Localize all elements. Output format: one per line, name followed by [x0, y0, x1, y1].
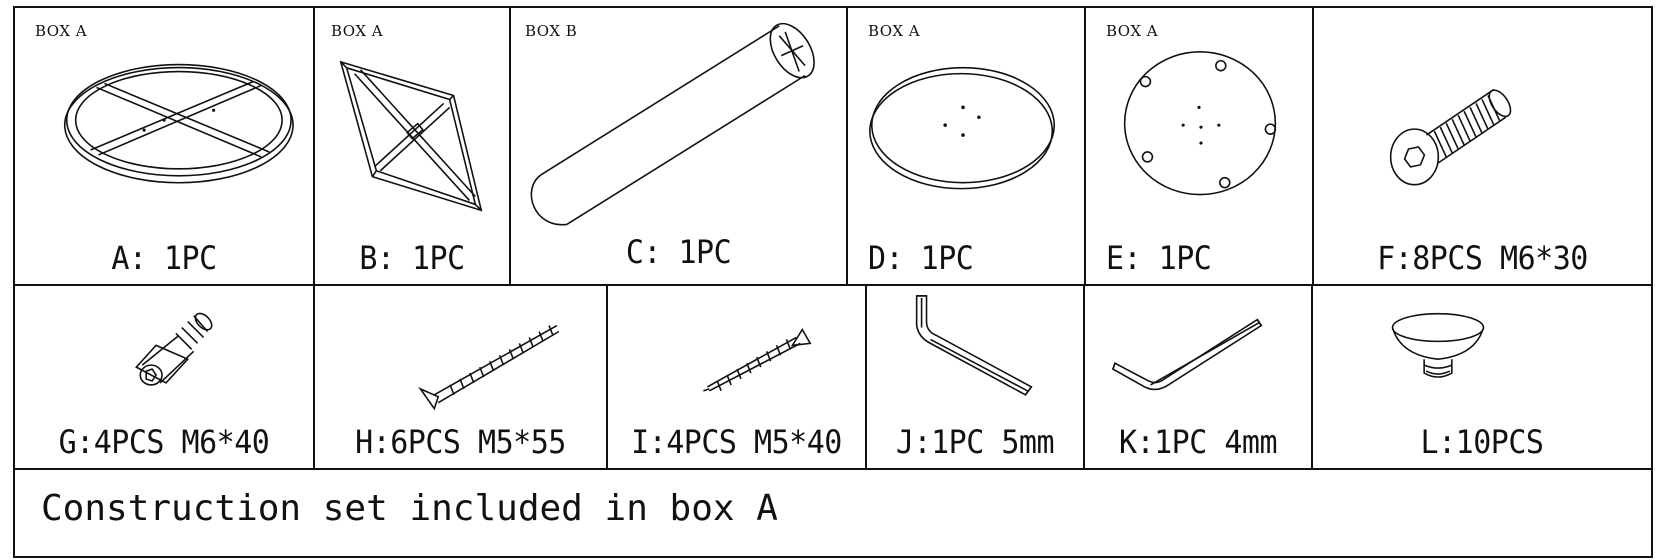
- hex-bolt-icon: [1314, 8, 1651, 284]
- part-cell-c: BOX B C: 1PC: [511, 8, 848, 284]
- long-screw-icon: [315, 286, 606, 468]
- part-label-i: I:4PCS M5*40: [631, 423, 842, 462]
- part-label-a: A: 1PC: [111, 239, 217, 278]
- part-label-h: H:6PCS M5*55: [355, 423, 566, 462]
- parts-row-1: BOX A A: 1PC BOX A: [15, 8, 1651, 286]
- part-cell-l: L:10PCS: [1313, 286, 1651, 468]
- tabletop-disc-icon: [848, 8, 1084, 284]
- part-label-f: F:8PCS M6*30: [1377, 239, 1588, 278]
- parts-sheet: BOX A A: 1PC BOX A: [13, 6, 1653, 558]
- part-cell-j: J:1PC 5mm: [867, 286, 1085, 468]
- box-label: BOX A: [1106, 22, 1159, 40]
- part-label-b: B: 1PC: [359, 239, 465, 278]
- part-label-c: C: 1PC: [625, 233, 732, 272]
- part-cell-e: BOX A E: 1PC: [1086, 8, 1314, 284]
- parts-row-2: G:4PCS M6*40: [15, 286, 1651, 470]
- part-cell-f: F:8PCS M6*30: [1314, 8, 1651, 284]
- part-label-e: E: 1PC: [1106, 239, 1212, 278]
- box-label: BOX A: [331, 22, 384, 40]
- part-label-l: L:10PCS: [1420, 423, 1544, 462]
- allen-key-small-icon: [1085, 286, 1311, 468]
- short-screw-icon: [608, 286, 865, 468]
- part-cell-g: G:4PCS M6*40: [15, 286, 315, 468]
- part-cell-i: I:4PCS M5*40: [608, 286, 867, 468]
- construction-set-caption: Construction set included in box A: [41, 488, 778, 529]
- part-cell-k: K:1PC 4mm: [1085, 286, 1313, 468]
- part-label-d: D: 1PC: [868, 239, 974, 278]
- footer-row: Construction set included in box A: [15, 470, 1651, 558]
- part-label-j: J:1PC 5mm: [895, 423, 1055, 462]
- round-frame-icon: [15, 8, 313, 284]
- part-cell-b: BOX A B: 1PC: [315, 8, 511, 284]
- leveling-foot-icon: [1313, 286, 1651, 468]
- box-label: BOX A: [35, 22, 88, 40]
- part-label-g: G:4PCS M6*40: [58, 423, 270, 462]
- box-label: BOX B: [525, 22, 578, 40]
- connector-bolt-icon: [15, 286, 313, 468]
- part-label-k: K:1PC 4mm: [1118, 423, 1278, 462]
- allen-key-large-icon: [867, 286, 1083, 468]
- part-cell-a: BOX A A: 1PC: [15, 8, 315, 284]
- box-label: BOX A: [868, 22, 921, 40]
- cross-frame-icon: [315, 8, 509, 284]
- column-tube-icon: [511, 8, 846, 284]
- part-cell-d: BOX A D: 1PC: [848, 8, 1086, 284]
- base-plate-icon: [1086, 8, 1312, 284]
- part-cell-h: H:6PCS M5*55: [315, 286, 608, 468]
